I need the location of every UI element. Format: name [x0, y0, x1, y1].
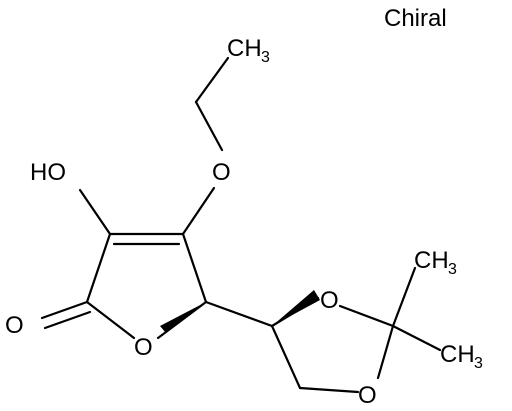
atom-labels: CH 3 O HO O O O O CH 3 CH 3: [5, 35, 483, 409]
bond-o-top-cq: [338, 304, 395, 328]
bond-cq-ch3-top: [391, 266, 417, 328]
bond-o-bottom-ch2: [298, 386, 360, 394]
bond-ch2-c4prime: [270, 324, 302, 390]
bond-c3-oh: [78, 188, 112, 236]
chiral-label: Chiral: [384, 5, 447, 32]
bond-c2-c3: [85, 232, 112, 304]
label-ch3-bottom: CH: [440, 341, 475, 368]
label-ch3-ethyl: CH: [227, 35, 262, 62]
label-ring-o: O: [134, 334, 153, 361]
label-hydroxyl: HO: [30, 159, 66, 186]
label-ch3-top: CH: [414, 247, 449, 274]
label-ch3-bottom-sub: 3: [474, 355, 483, 372]
bond-c4-c5: [181, 232, 208, 304]
label-ether-o: O: [212, 159, 231, 186]
label-ch3-top-sub: 3: [448, 261, 457, 278]
wedge-bonds: [160, 290, 320, 333]
bond-c5-c4prime: [204, 300, 274, 328]
bond-cq-o-bottom: [376, 324, 395, 380]
bond-c2-carbonyl-o-double: [43, 310, 92, 330]
label-ch3-ethyl-sub: 3: [261, 49, 270, 66]
wedge-c4prime-o-top: [272, 290, 320, 326]
bond-cq-ch3-bottom: [391, 324, 442, 352]
label-carbonyl-o: O: [5, 312, 24, 339]
bonds: [40, 56, 442, 394]
bond-ch3-ch2: [194, 56, 230, 104]
bond-ring-o-c2: [85, 300, 136, 340]
bond-o-c4: [181, 186, 216, 236]
label-dioxolane-o-bottom: O: [358, 382, 377, 409]
wedge-c5-ring-o: [160, 302, 206, 333]
bond-c2-carbonyl-o: [40, 300, 89, 320]
bond-ch2-o: [194, 100, 224, 152]
label-dioxolane-o-top: O: [320, 287, 339, 314]
